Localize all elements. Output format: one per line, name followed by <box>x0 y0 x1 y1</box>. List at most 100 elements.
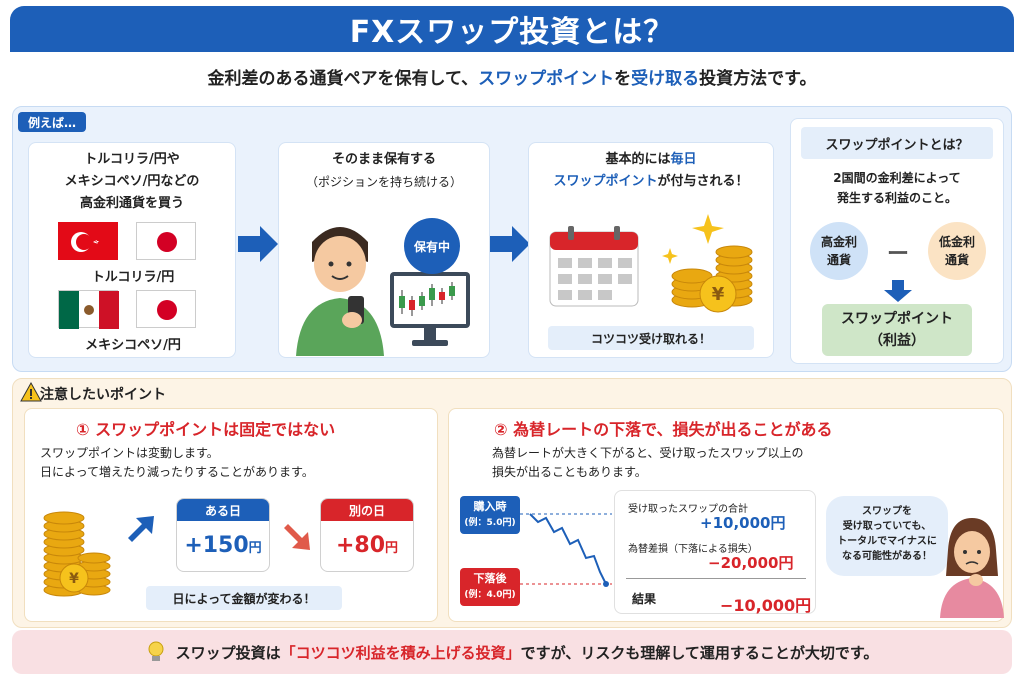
low-rate-line2: 通貨 <box>944 253 969 267</box>
footer-highlight: 「コツコツ利益を積み上げる投資」 <box>280 643 521 662</box>
caution-title: 注意したいポイント <box>40 387 166 403</box>
step2-line2: （ポジションを持ち続ける） <box>305 175 462 189</box>
step1-line2: メキシコペソ/円などの <box>64 174 200 189</box>
step2-line1: そのまま保有する <box>331 152 436 167</box>
definition-desc1: 2国間の金利差によって <box>833 171 961 185</box>
speech-line2: 受け取っていても、 <box>842 521 932 532</box>
high-rate-line1: 高金利 <box>820 235 857 249</box>
day1-yen: 円 <box>248 541 262 556</box>
warning-icon <box>20 382 42 402</box>
footer-part1: スワップ投資は <box>175 643 281 662</box>
intro-part1: 金利差のある通貨ペアを保有して、 <box>207 68 479 89</box>
intro-highlight2: 受け取る <box>631 68 700 89</box>
point2-desc1: 為替レートが大きく下がると、受け取ったスワップ以上の <box>492 446 804 460</box>
intro-text: 金利差のある通貨ペアを保有して、 スワップポイント を 受け取る 投資方法です。 <box>10 52 1014 100</box>
buy-rate-label: 購入時 (例：5.0円) <box>460 496 520 534</box>
step3-line2: スワップポイントが付与される！ <box>529 171 773 193</box>
footer-bar: スワップ投資は 「コツコツ利益を積み上げる投資」 ですが、リスクも理解して運用す… <box>12 630 1012 674</box>
step3-line1: 基本的には毎日 <box>529 149 773 171</box>
holding-badge-label: 保有中 <box>413 239 450 254</box>
swap-total-value: +10,000円 <box>700 514 786 532</box>
swap-result-box: スワップポイント （利益） <box>822 304 972 356</box>
low-rate-line1: 低金利 <box>938 235 975 249</box>
page-title: FXスワップ投資とは？ <box>349 15 675 50</box>
arrow-up-right-icon <box>128 516 154 542</box>
arrow-down-right-icon <box>284 524 310 550</box>
swap-result-line1: スワップポイント <box>841 311 953 327</box>
point1-caption: 日によって金額が変わる！ <box>146 586 342 610</box>
arrow-right-icon <box>238 226 278 262</box>
yen-coins-icon: ¥ <box>662 214 753 313</box>
pair2-label: メキシコペソ/円 <box>85 338 181 353</box>
high-rate-label: 高金利通貨 <box>821 233 857 269</box>
speech-line1: スワップを <box>862 506 912 517</box>
day1-value: +150 <box>184 533 249 558</box>
after-line2: (例：4.0円) <box>464 590 516 600</box>
calendar-icon <box>549 226 639 307</box>
calc-divider <box>626 578 806 579</box>
definition-title: スワップポイントとは？ <box>801 127 993 159</box>
lightbulb-icon <box>148 641 164 661</box>
fx-loss-value: −20,000円 <box>708 554 794 572</box>
footer-part2: ですが、リスクも理解して運用することが大切です。 <box>520 643 879 662</box>
buy-line1: 購入時 <box>473 500 507 513</box>
speech-line3: トータルでマイナスに <box>837 536 937 547</box>
mexico-flag-icon <box>58 290 119 329</box>
day2-value: +80 <box>335 533 386 558</box>
swap-result-line2: （利益） <box>869 333 925 349</box>
day1-card: ある日 +150円 <box>176 498 270 572</box>
coin-stack-icon: ¥ <box>43 511 111 597</box>
low-rate-bubble: 低金利通貨 <box>928 222 986 280</box>
svg-text:¥: ¥ <box>712 284 725 305</box>
buy-line2: (例：5.0円) <box>464 518 516 528</box>
speech-line4: なる可能性がある！ <box>842 551 932 562</box>
speech-bubble: スワップを 受け取っていても、 トータルでマイナスに なる可能性がある！ <box>826 496 948 576</box>
step3-line1a: 基本的には <box>605 152 671 167</box>
svg-text:¥: ¥ <box>69 571 79 587</box>
day1-value-wrap: +150円 <box>177 533 269 558</box>
rate-drop-chart <box>520 513 612 587</box>
point2-desc2: 損失が出ることもあります。 <box>492 465 647 479</box>
intro-highlight1: スワップポイント <box>478 68 615 89</box>
high-rate-line2: 通貨 <box>826 253 851 267</box>
japan-flag-icon <box>136 222 196 260</box>
pair1-label: トルコリラ/円 <box>91 270 175 285</box>
title-bar: FXスワップ投資とは？ <box>10 6 1014 52</box>
day1-label: ある日 <box>177 499 269 521</box>
step3-line1b: 毎日 <box>670 152 697 167</box>
turkey-flag-icon <box>58 222 118 260</box>
step3-caption: コツコツ受け取れる！ <box>548 326 754 350</box>
point2-head: ② 為替レートの下落で、損失が出ることがある <box>494 420 833 439</box>
day2-label: 別の日 <box>321 499 413 521</box>
day2-card: 別の日 +80円 <box>320 498 414 572</box>
point1-desc2: 日によって増えたり減ったりすることがあります。 <box>40 465 314 479</box>
point1-caption-text: 日によって金額が変わる！ <box>172 591 316 606</box>
chart-monitor-icon <box>390 272 470 346</box>
result-label: 結果 <box>632 592 657 606</box>
arrow-right-icon-2 <box>490 226 530 262</box>
day2-yen: 円 <box>385 541 399 556</box>
calc-box <box>614 490 816 614</box>
step3-line2b: が付与される！ <box>657 174 749 189</box>
low-rate-label: 低金利通貨 <box>939 233 975 269</box>
japan-flag-icon-2 <box>136 290 196 328</box>
point1-head: ① スワップポイントは固定ではない <box>76 420 336 439</box>
example-tag: 例えば… <box>18 112 87 132</box>
step1-line3: 高金利通貨を買う <box>79 196 184 211</box>
step1-line1: トルコリラ/円や <box>84 152 180 167</box>
definition-desc2: 発生する利益のこと。 <box>836 191 957 205</box>
step3-line2a: スワップポイント <box>553 174 658 189</box>
holding-badge: 保有中 <box>404 218 460 274</box>
person-with-phone-icon <box>296 227 384 356</box>
minus-sign: ー <box>886 242 909 267</box>
swap-total-label: 受け取ったスワップの合計 <box>628 504 748 515</box>
intro-part2: を <box>614 68 632 89</box>
arrow-down-icon <box>884 280 912 302</box>
day2-value-wrap: +80円 <box>321 533 413 558</box>
after-rate-label: 下落後 (例：4.0円) <box>460 568 520 606</box>
high-rate-bubble: 高金利通貨 <box>810 222 868 280</box>
after-line1: 下落後 <box>473 572 507 585</box>
intro-part3: 投資方法です。 <box>699 68 817 89</box>
result-value: −10,000円 <box>720 596 812 615</box>
fx-loss-label: 為替差損（下落による損失） <box>628 544 758 555</box>
